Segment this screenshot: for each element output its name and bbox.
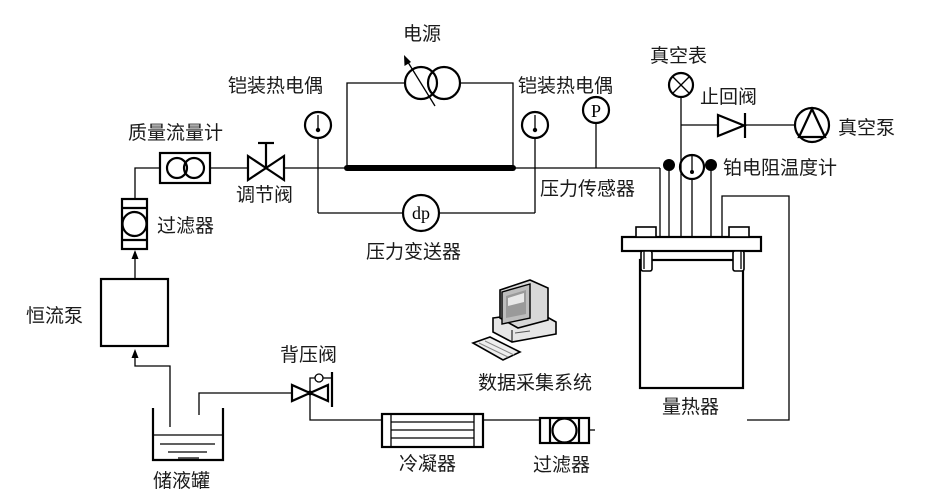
thermocouple-left-label: 铠装热电偶	[228, 75, 323, 97]
filter-bottom-label: 过滤器	[533, 454, 590, 476]
constant-flow-pump: 恒流泵	[26, 277, 170, 348]
calorimeter: 量热器	[620, 226, 763, 418]
vacuum-line: 真空表 止回阀 真空泵	[650, 45, 895, 237]
pipe-calorimeter-outlet	[721, 195, 790, 421]
mass-flowmeter: 质量流量计	[128, 122, 223, 185]
power-supply: 电源	[346, 23, 514, 168]
pump-box-icon	[99, 277, 170, 348]
reservoir: 储液罐	[151, 408, 225, 492]
electrode-right-icon	[705, 159, 717, 171]
regulating-valve-label: 调节阀	[236, 184, 293, 206]
calorimeter-label: 量热器	[662, 396, 719, 418]
platinum-rtd: 铂电阻温度计	[663, 153, 837, 237]
pipe-reservoir-to-pump	[134, 352, 171, 427]
globe-valve-icon	[246, 141, 286, 183]
power-wire-right	[460, 82, 514, 168]
flowmeter-icon	[158, 151, 212, 185]
filter-icon	[538, 416, 595, 445]
filter-icon	[120, 197, 149, 251]
mass-flowmeter-label: 质量流量计	[128, 122, 223, 144]
pipe-filter-to-flowmeter	[134, 167, 160, 199]
thermocouple-left: 铠装热电偶	[228, 75, 333, 213]
vacuum-gauge-label: 真空表	[650, 45, 707, 67]
check-valve-icon	[716, 113, 747, 138]
platinum-rtd-label: 铂电阻温度计	[723, 157, 837, 179]
condenser: 冷凝器	[380, 412, 485, 475]
pressure-transmitter: dp 压力变送器	[318, 193, 535, 263]
pressure-gauge-icon: P	[581, 95, 611, 125]
filter-top-label: 过滤器	[157, 215, 214, 237]
dp-symbol-text: dp	[412, 203, 430, 223]
reservoir-label: 储液罐	[153, 470, 210, 492]
electrode-left-icon	[663, 159, 675, 171]
pipe-valve-to-reservoir	[198, 392, 292, 415]
thermometer-gauge-icon	[303, 110, 333, 140]
filter-bottom: 过滤器	[533, 416, 595, 476]
tank-icon	[151, 408, 225, 462]
constant-flow-pump-label: 恒流泵	[26, 305, 83, 327]
back-pressure-valve: 背压阀	[280, 344, 337, 407]
power-supply-label: 电源	[403, 23, 441, 45]
pressure-sensor-label: 压力传感器	[540, 178, 635, 200]
thermometer-gauge-icon	[520, 110, 550, 140]
dp-gauge-icon: dp	[401, 193, 441, 233]
pressure-symbol-text: P	[591, 101, 601, 121]
vacuum-gauge-icon	[667, 71, 695, 99]
pipe-condenser-to-valve	[309, 393, 382, 421]
regulating-valve: 调节阀	[236, 141, 293, 206]
computer-icon	[471, 279, 557, 361]
check-valve-label: 止回阀	[700, 86, 757, 108]
filter-top: 过滤器	[120, 197, 214, 251]
thermocouple-right: 铠装热电偶	[518, 75, 613, 213]
back-pressure-valve-label: 背压阀	[280, 344, 337, 366]
data-acquisition-label: 数据采集系统	[478, 372, 592, 394]
arrow-into-pump-icon	[131, 349, 139, 358]
vacuum-pump-icon	[793, 106, 831, 144]
condenser-icon	[380, 412, 485, 449]
thermocouple-right-label: 铠装热电偶	[518, 75, 613, 97]
rtd-gauge-icon	[678, 153, 706, 181]
variable-transformer-icon	[403, 55, 462, 107]
data-acquisition: 数据采集系统	[471, 279, 592, 394]
pressure-sensor: P 压力传感器	[540, 95, 635, 200]
pressure-transmitter-label: 压力变送器	[366, 241, 461, 263]
condenser-label: 冷凝器	[399, 453, 456, 475]
vacuum-pump-label: 真空泵	[838, 117, 895, 139]
back-pressure-valve-icon	[290, 372, 334, 407]
power-wire-left	[346, 82, 405, 168]
arrow-into-filter-icon	[131, 250, 139, 259]
vessel-icon	[620, 226, 763, 390]
